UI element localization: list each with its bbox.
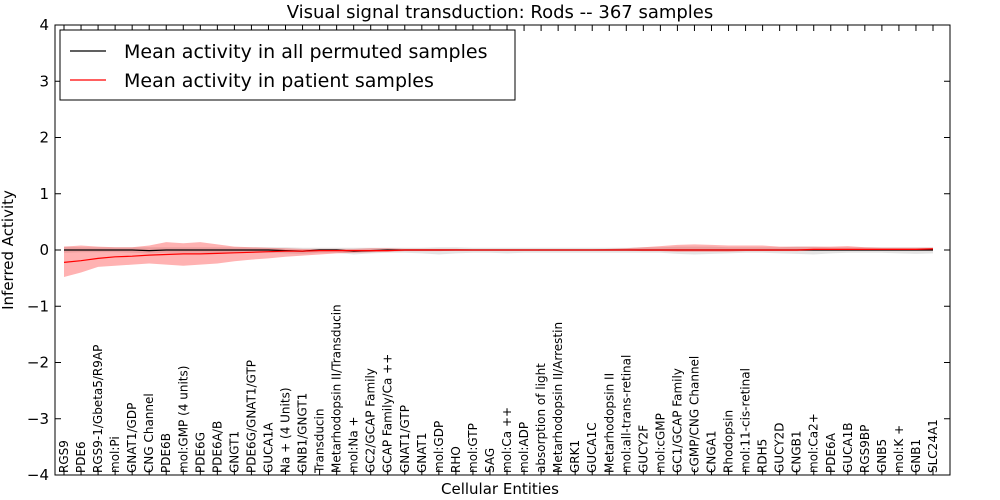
- x-tick-label: CNGA1: [705, 431, 719, 474]
- x-tick-label: cGMP/CNG Channel: [688, 356, 702, 473]
- x-tick-label: Na + (4 Units): [279, 387, 293, 473]
- x-tick-label: mol:GMP (4 units): [176, 366, 190, 473]
- y-tick-label: 3: [39, 72, 49, 90]
- x-tick-label: RDH5: [756, 439, 770, 473]
- legend-entry-patient: Mean activity in patient samples: [124, 70, 434, 92]
- x-tick-label: mol:K +: [892, 425, 906, 473]
- chart-title: Visual signal transduction: Rods -- 367 …: [287, 2, 714, 23]
- x-tick-label: RGS9-1/Gbeta5/R9AP: [91, 345, 105, 473]
- x-tick-label: GNB1/GNGT1: [296, 393, 310, 473]
- series-lines: [63, 248, 934, 263]
- x-tick-label: Rhodopsin: [722, 410, 736, 473]
- x-tick-label: mol:ADP: [517, 422, 531, 473]
- y-tick-label: 1: [39, 185, 49, 203]
- legend: Mean activity in all permuted samples Me…: [59, 29, 516, 101]
- x-tick-label: RGS9BP: [858, 425, 872, 473]
- x-tick-label: GUCA1C: [585, 422, 599, 473]
- x-tick-label: RGS9: [57, 440, 71, 473]
- x-tick-label: GC2/GCAP Family: [364, 368, 378, 473]
- x-tick-label: GNGT1: [227, 431, 241, 473]
- y-tick-label: −1: [27, 297, 49, 315]
- x-tick-label: Metarhodopsin II/Arrestin: [551, 322, 565, 473]
- legend-box: [59, 29, 516, 101]
- x-axis-label: Cellular Entities: [441, 480, 559, 498]
- x-tick-label: GNAT1/GTP: [398, 405, 412, 473]
- x-tick-label: GC1/GCAP Family: [670, 368, 684, 473]
- x-tick-label: Metarhodopsin II: [602, 373, 616, 473]
- x-tick-label: mol:Ca ++: [500, 407, 514, 473]
- x-tick-label: mol:11-cis-retinal: [739, 368, 753, 473]
- x-tick-label: GUCY2D: [773, 423, 787, 473]
- x-tick-label: mol:cGMP: [653, 413, 667, 473]
- y-axis-ticks: 4 3 2 1 0 −1 −2 −3 −4: [27, 16, 950, 484]
- y-axis-label: Inferred Activity: [0, 190, 17, 310]
- x-tick-label: GNB5: [875, 439, 889, 473]
- x-tick-label: SLC24A1: [926, 419, 940, 473]
- x-tick-label: PDE6A/B: [210, 421, 224, 473]
- x-tick-label: GUCA1B: [841, 422, 855, 473]
- y-tick-label: −3: [27, 410, 49, 428]
- x-tick-label: SAG: [483, 448, 497, 473]
- x-tick-label: Transducin: [313, 409, 327, 474]
- x-tick-label: CNGB1: [790, 430, 804, 473]
- x-tick-label: mol:Pi: [108, 436, 122, 473]
- series-line-patient: [63, 248, 934, 263]
- x-tick-label: GNAT1/GDP: [125, 403, 139, 473]
- x-tick-label: mol:Ca2+: [807, 413, 821, 473]
- x-tick-label: PDE6G: [193, 432, 207, 473]
- x-tick-label: mol:Na +: [347, 416, 361, 473]
- x-tick-label: GCAP Family/Ca ++: [381, 354, 395, 473]
- x-tick-label: PDE6B: [159, 433, 173, 473]
- y-tick-label: −4: [27, 466, 49, 484]
- plot-area-frame: [54, 24, 951, 476]
- y-tick-label: −2: [27, 354, 49, 372]
- x-tick-label: absorption of light: [534, 363, 548, 473]
- y-tick-label: 0: [39, 241, 49, 259]
- x-tick-label: GUCA1A: [262, 422, 276, 473]
- x-tick-label: GNAT1: [415, 432, 429, 473]
- x-tick-label: GNB1: [909, 439, 923, 473]
- x-tick-label: GRK1: [568, 440, 582, 473]
- x-tick-label: mol:GTP: [466, 423, 480, 473]
- confidence-bands: [64, 242, 933, 277]
- x-tick-label: CNG Channel: [142, 393, 156, 473]
- x-tick-label: RHO: [449, 446, 463, 473]
- x-tick-label: mol:GDP: [432, 421, 446, 473]
- legend-entry-permuted: Mean activity in all permuted samples: [124, 41, 487, 63]
- x-tick-label: GUCY2F: [636, 425, 650, 473]
- x-tick-label: Metarhodopsin II/Transducin: [330, 304, 344, 473]
- x-tick-label: PDE6G/GNAT1/GTP: [244, 360, 258, 473]
- band-patient: [64, 242, 933, 277]
- x-tick-label: mol:all-trans-retinal: [619, 355, 633, 473]
- x-tick-label: PDE6: [74, 441, 88, 473]
- x-tick-label: PDE6A: [824, 432, 838, 473]
- y-tick-label: 2: [39, 129, 49, 147]
- y-tick-label: 4: [39, 16, 49, 34]
